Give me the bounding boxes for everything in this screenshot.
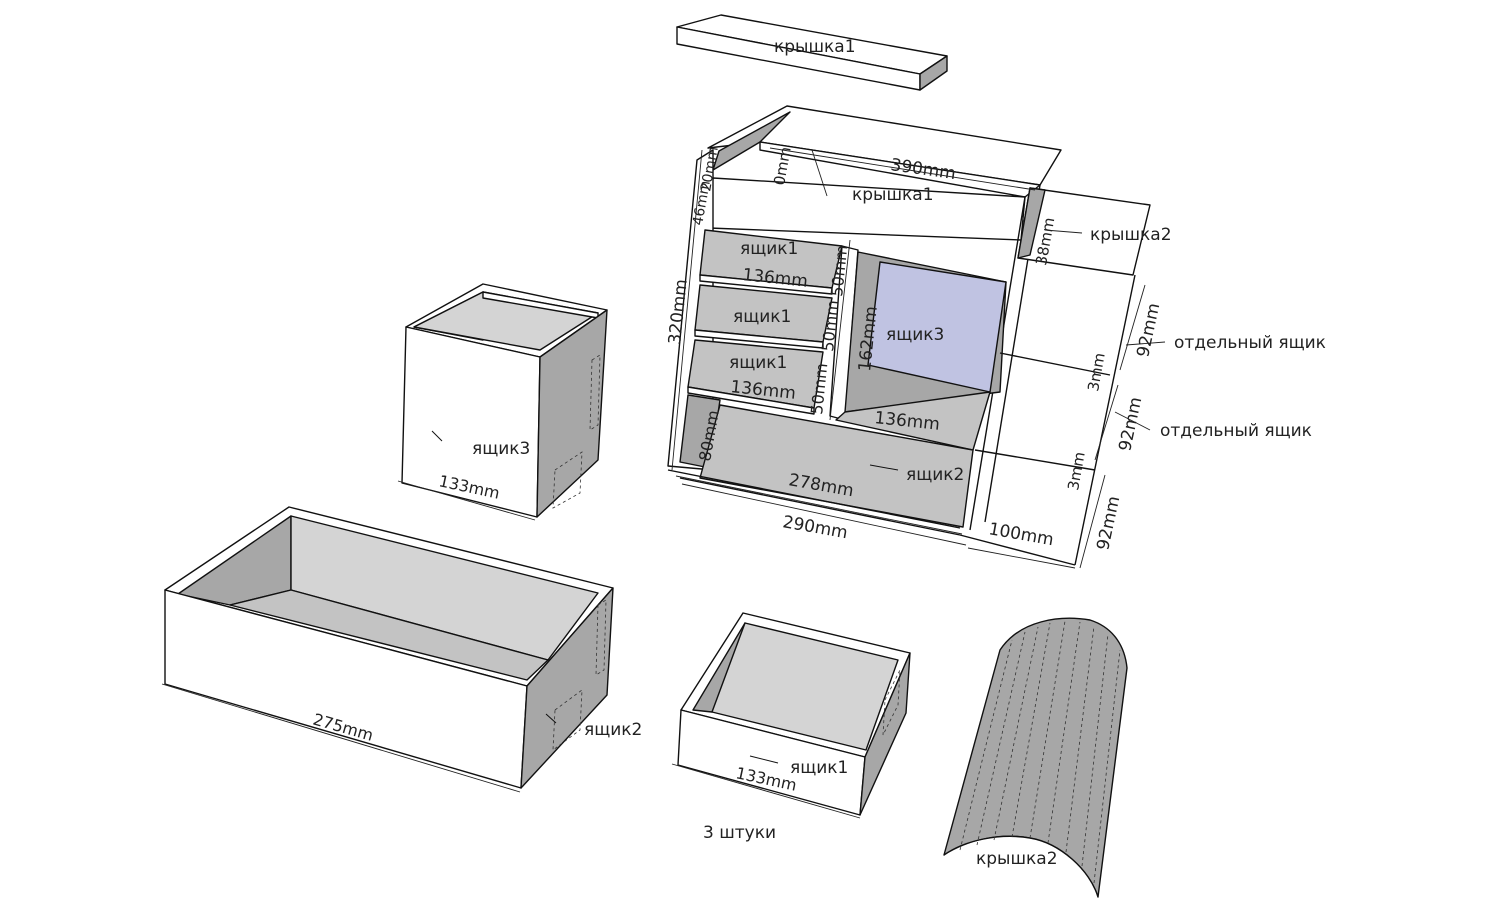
dim-50-c: 50mm <box>807 362 831 415</box>
yashchik1-label-a: ящик1 <box>740 239 798 259</box>
yashchik1-label-b: ящик1 <box>733 307 791 327</box>
dim-46: 46mm <box>690 180 714 227</box>
dim-3-b: 3mm <box>1064 450 1088 491</box>
kryshka1-board <box>676 14 948 91</box>
yashchik3-tall-box <box>397 283 608 521</box>
yashchik2-main-label: ящик2 <box>906 465 964 485</box>
yashchik1-small-box <box>671 612 911 819</box>
yashchik1-label-c: ящик1 <box>729 353 787 373</box>
separate-box-label-1: отдельный ящик <box>1174 333 1326 353</box>
kryshka2-rolltop <box>943 617 1128 898</box>
kryshka2-bottom-label: крышка2 <box>976 849 1058 869</box>
dim-290: 290mm <box>781 512 849 543</box>
dim-92-b: 92mm <box>1115 395 1146 453</box>
dim-92-c: 92mm <box>1093 494 1124 552</box>
yashchik1-small-label: ящик1 <box>790 758 848 778</box>
dim-3-a: 3mm <box>1084 351 1108 392</box>
main-cabinet <box>667 105 1062 536</box>
main-cabinet-dimensions <box>671 147 1166 569</box>
separate-boxes <box>959 187 1151 566</box>
three-pieces-label: 3 штуки <box>703 823 776 843</box>
kryshka2-right-label: крышка2 <box>1090 225 1172 245</box>
leader-arrows <box>431 430 899 764</box>
dim-20: 20mm <box>698 146 722 193</box>
kryshka1-top-label: крышка1 <box>774 37 856 57</box>
separate-box-label-2: отдельный ящик <box>1160 421 1312 441</box>
yashchik3-main-label: ящик3 <box>886 325 944 345</box>
yashchik2-long-box <box>161 506 614 793</box>
dim-100: 100mm <box>987 519 1055 550</box>
yashchik2-long-label: ящик2 <box>584 720 642 740</box>
kryshka1-inner-label: крышка1 <box>852 185 934 205</box>
yashchik3-tall-label: ящик3 <box>472 439 530 459</box>
